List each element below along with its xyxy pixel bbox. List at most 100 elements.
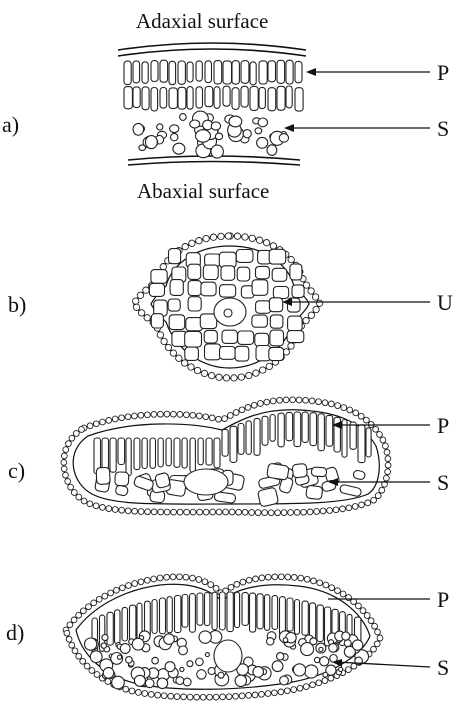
epidermal-cell	[65, 479, 71, 485]
spongy-cell	[117, 655, 121, 659]
spongy-cell	[352, 640, 362, 650]
palisade-cell	[270, 415, 275, 442]
mesophyll-cell	[151, 314, 163, 328]
palisade-cell	[227, 592, 233, 632]
epidermal-cell	[216, 374, 222, 380]
spongy-cell	[215, 133, 222, 140]
spongy-cell	[85, 638, 97, 650]
spongy-cell	[145, 679, 154, 688]
epidermal-cell	[316, 300, 322, 306]
spongy-cell	[115, 485, 129, 497]
epidermal-cell	[290, 397, 296, 403]
epidermal-cell	[310, 682, 316, 688]
spongy-cell	[199, 631, 211, 643]
epidermal-cell	[246, 372, 252, 378]
spongy-cell	[157, 124, 163, 130]
epidermal-cell	[346, 667, 352, 673]
epidermal-cell	[236, 509, 242, 515]
mesophyll-cell	[188, 297, 201, 311]
epidermal-cell	[379, 487, 385, 493]
palisade-cell	[160, 60, 168, 82]
epidermal-cell	[210, 234, 216, 240]
epidermal-cell	[322, 400, 328, 406]
epidermal-cell	[385, 469, 391, 475]
palisade-cell	[126, 438, 131, 476]
epidermal-cell	[242, 234, 248, 240]
epidermal-cell	[317, 580, 323, 586]
spongy-cell	[134, 675, 145, 686]
mesophyll-cell	[252, 280, 268, 296]
spongy-cell	[243, 130, 251, 138]
epidermal-cell	[270, 398, 276, 404]
epidermal-cell	[309, 398, 315, 404]
epidermal-cell	[66, 441, 72, 447]
epidermal-cell	[164, 574, 170, 580]
palisade-cell	[158, 438, 163, 467]
spongy-cell	[126, 657, 133, 664]
epidermal-cell	[327, 508, 333, 514]
palisade-cell	[259, 87, 265, 108]
epidermal-cell	[157, 332, 163, 338]
panel-b: b) U	[8, 233, 453, 381]
epidermal-cell	[308, 312, 314, 318]
epidermal-cell	[356, 603, 362, 609]
epidermal-cell	[291, 575, 297, 581]
epidermal-cell	[67, 622, 73, 628]
epidermal-cell	[91, 600, 97, 606]
epidermal-cell	[270, 243, 276, 249]
epidermal-cell	[164, 509, 170, 515]
spongy-cell	[173, 143, 185, 154]
palisade-cell	[107, 612, 113, 645]
epidermal-cell	[242, 509, 248, 515]
epidermal-cell	[69, 642, 75, 648]
mesophyll-cell	[238, 331, 254, 344]
mesophyll-cell	[270, 315, 283, 328]
epidermal-cell	[255, 510, 261, 516]
epidermal-cell	[307, 509, 313, 515]
palisade-cell	[169, 88, 177, 109]
epidermal-cell	[294, 510, 300, 516]
epidermal-cell	[233, 693, 239, 699]
palisade-cell	[277, 86, 285, 110]
palisade-cell	[326, 415, 333, 446]
mesophyll-cell	[168, 299, 180, 311]
spongy-cell	[180, 114, 187, 121]
epidermal-cell	[288, 510, 294, 516]
epidermal-cell	[177, 574, 183, 580]
mesophyll-cell	[269, 298, 282, 312]
palisade-cell	[190, 594, 196, 633]
mesophyll-cell	[236, 250, 253, 263]
palisade-cell	[151, 88, 158, 112]
palisade-cell	[142, 62, 148, 84]
palisade-cell	[318, 414, 324, 451]
palisade-cell	[241, 61, 249, 84]
epidermal-cell	[183, 574, 189, 580]
mesophyll-cell	[203, 265, 218, 279]
mesophyll-cell	[269, 347, 284, 360]
epidermal-cell	[311, 578, 317, 584]
epidermal-cell	[262, 510, 268, 516]
palisade-cell	[206, 438, 212, 465]
epidermal-cell	[346, 505, 352, 511]
spongy-cell	[90, 651, 102, 663]
spongy-cell	[311, 467, 326, 477]
palisade-cell	[232, 88, 239, 110]
epidermal-cell	[190, 509, 196, 515]
epidermal-cell	[340, 591, 346, 597]
epidermal-cell	[253, 370, 259, 376]
palisade-cell	[118, 438, 125, 465]
palisade-cell	[152, 600, 157, 634]
mesophyll-cell	[205, 344, 221, 360]
palisade-cell	[246, 421, 251, 455]
epidermal-cell	[347, 407, 353, 413]
palisade-cell	[196, 87, 203, 108]
epidermal-cell	[301, 509, 307, 515]
spongy-cell	[164, 634, 175, 645]
palisade-cell	[150, 438, 156, 468]
spongy-cell	[267, 463, 290, 480]
mesophyll-cell	[256, 301, 271, 314]
spongy-cell	[292, 463, 307, 478]
epidermal-cell	[137, 292, 143, 298]
epidermal-cell	[264, 399, 270, 405]
epidermal-cell	[285, 574, 291, 580]
